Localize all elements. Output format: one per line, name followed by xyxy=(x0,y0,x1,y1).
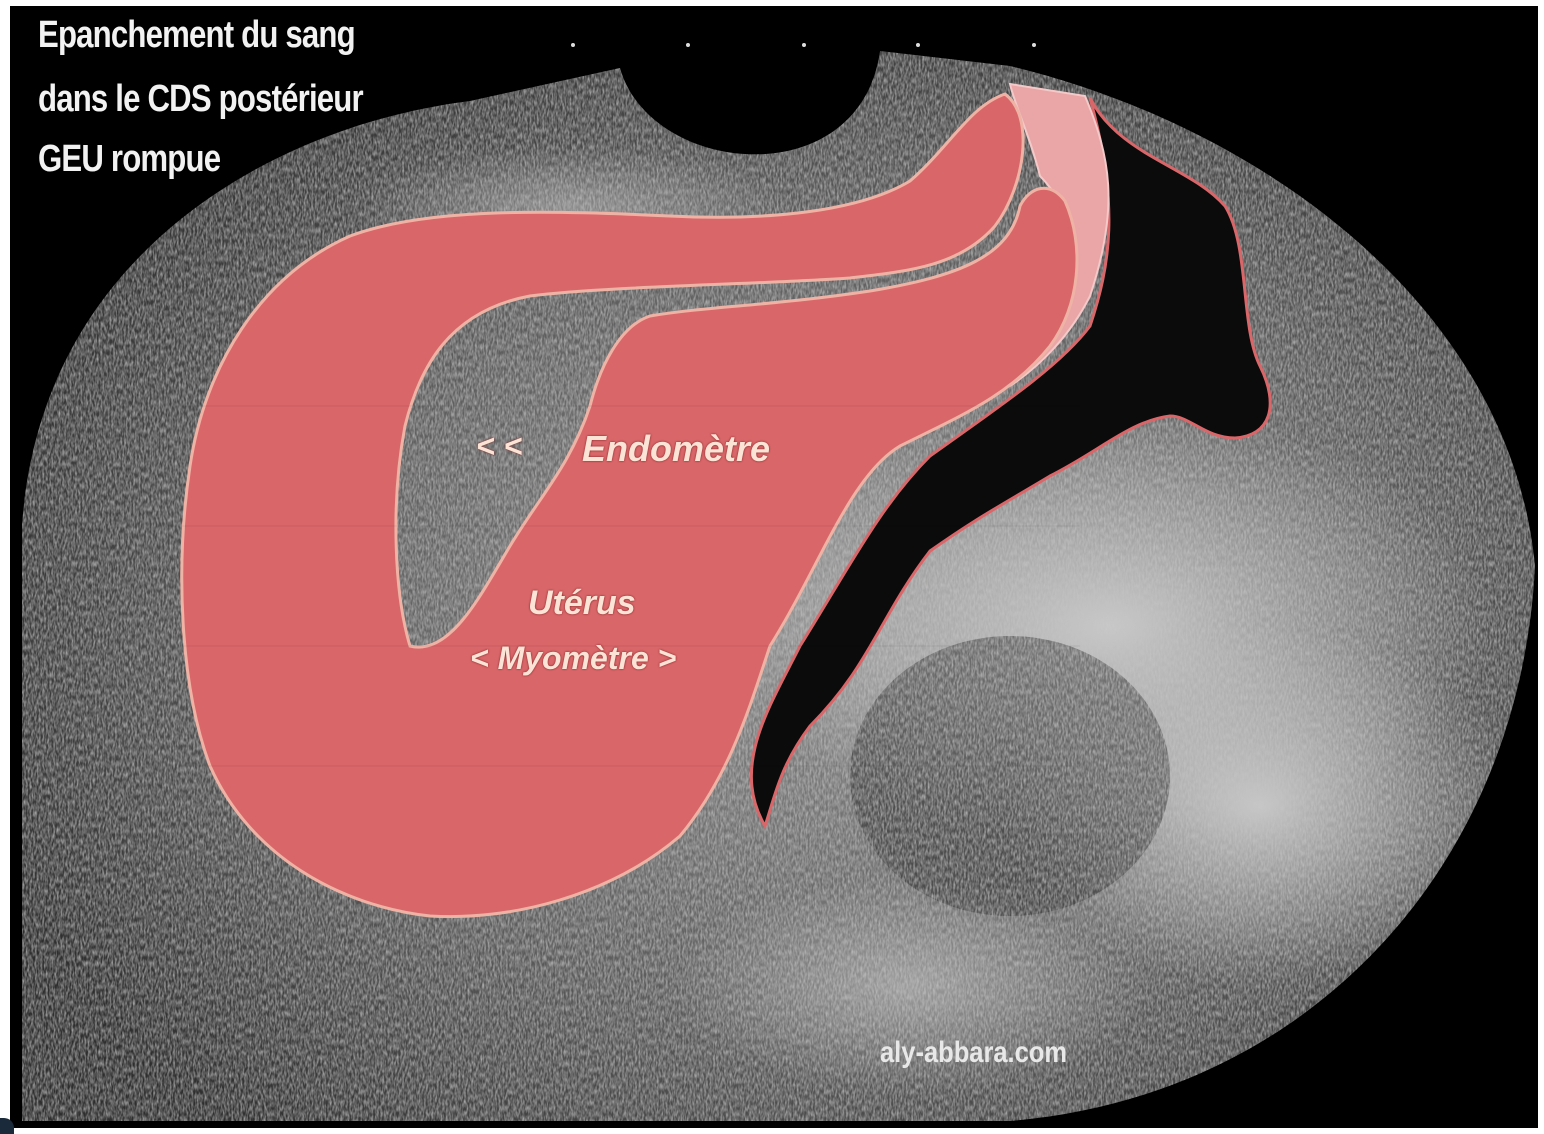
ultrasound-image: Epanchement du sang dans le CDS postérie… xyxy=(10,6,1538,1128)
scale-dot xyxy=(1032,43,1036,47)
scale-dot xyxy=(916,43,920,47)
watermark: aly-abbara.com xyxy=(880,1036,1067,1070)
ultrasound-scan xyxy=(10,6,1538,1128)
title-line-1: Epanchement du sang xyxy=(38,14,355,57)
scale-dot xyxy=(571,43,575,47)
endometrium-label: Endomètre xyxy=(582,428,770,470)
title-line-2: dans le CDS postérieur xyxy=(38,78,363,121)
scale-dot xyxy=(686,43,690,47)
endometrium-arrows: < < xyxy=(476,428,522,465)
myometrium-label: < Myomètre > xyxy=(470,640,676,677)
title-line-3: GEU rompue xyxy=(38,138,220,181)
uterus-label: Utérus xyxy=(528,584,636,623)
scale-dot xyxy=(802,43,806,47)
